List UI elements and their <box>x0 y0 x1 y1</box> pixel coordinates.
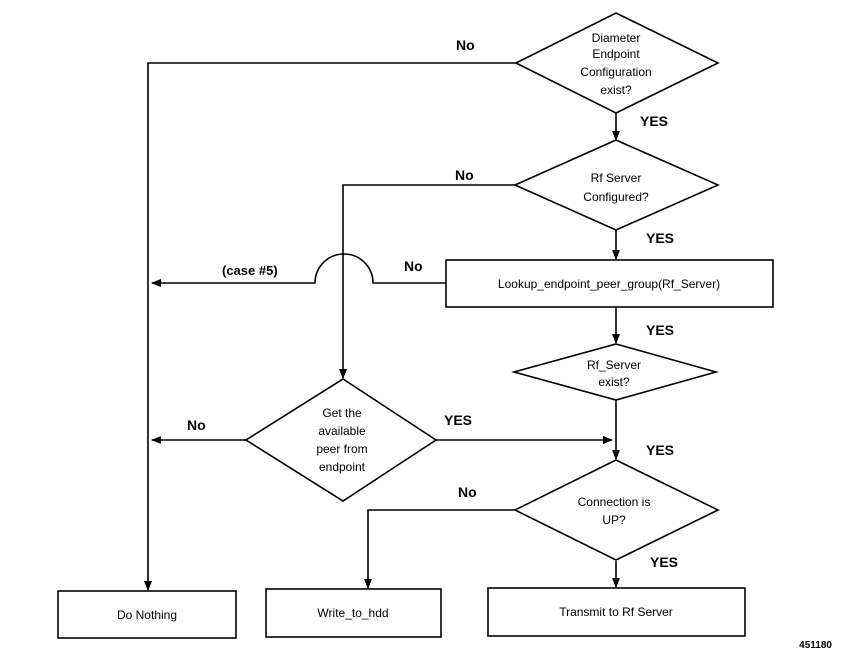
label-rf-exist-yes: YES <box>646 442 674 458</box>
label-rf-configured-yes: YES <box>646 230 674 246</box>
node-connection-line-2: UP? <box>602 513 626 527</box>
edge-connection-no <box>364 509 515 589</box>
node-rf-exist: Rf_Server exist? <box>510 343 719 401</box>
node-rf-exist-line-2: exist? <box>598 375 630 389</box>
node-get-peer-line-1: Get the <box>322 406 362 420</box>
node-do-nothing: Do Nothing <box>57 590 237 639</box>
label-connection-yes: YES <box>650 554 678 570</box>
node-diameter-line-1: Diameter <box>592 31 641 45</box>
node-transmit-label: Transmit to Rf Server <box>559 605 673 619</box>
label-case-5: (case #5) <box>222 263 278 278</box>
node-diameter-line-3: Configuration <box>580 65 651 79</box>
edge-rf-configured-no <box>339 184 515 379</box>
node-connection-line-1: Connection is <box>578 495 651 509</box>
label-get-peer-no: No <box>187 417 206 433</box>
label-get-peer-yes: YES <box>444 412 472 428</box>
node-transmit: Transmit to Rf Server <box>487 587 746 637</box>
node-lookup-label: Lookup_endpoint_peer_group(Rf_Server) <box>498 277 720 291</box>
label-diameter-no: No <box>456 37 475 53</box>
node-rf-configured: Rf Server Configured? <box>513 139 720 231</box>
node-rf-configured-line-1: Rf Server <box>591 171 642 185</box>
node-rf-configured-line-2: Configured? <box>583 190 649 204</box>
label-lookup-yes: YES <box>646 322 674 338</box>
label-rf-configured-no: No <box>455 167 474 183</box>
label-lookup-no: No <box>404 258 423 274</box>
node-do-nothing-label: Do Nothing <box>117 608 177 622</box>
node-diameter-line-2: Endpoint <box>592 47 640 61</box>
node-get-peer: Get the available peer from endpoint <box>244 378 438 502</box>
node-connection-up: Connection is UP? <box>513 459 720 561</box>
label-connection-no: No <box>458 484 477 500</box>
edge-diameter-no <box>144 62 516 591</box>
edge-lookup-no <box>151 253 446 287</box>
node-diameter-line-4: exist? <box>600 83 632 97</box>
node-get-peer-line-4: endpoint <box>319 460 366 474</box>
node-write-hdd-label: Write_to_hdd <box>317 606 388 620</box>
node-lookup: Lookup_endpoint_peer_group(Rf_Server) <box>445 259 774 308</box>
figure-id: 451180 <box>799 640 832 651</box>
node-diameter-config: Diameter Endpoint Configuration exist? <box>514 12 720 114</box>
label-diameter-yes: YES <box>640 113 668 129</box>
node-get-peer-line-3: peer from <box>316 442 367 456</box>
node-write-hdd: Write_to_hdd <box>265 588 442 638</box>
node-get-peer-line-2: available <box>318 424 366 438</box>
node-rf-exist-line-1: Rf_Server <box>587 358 641 372</box>
